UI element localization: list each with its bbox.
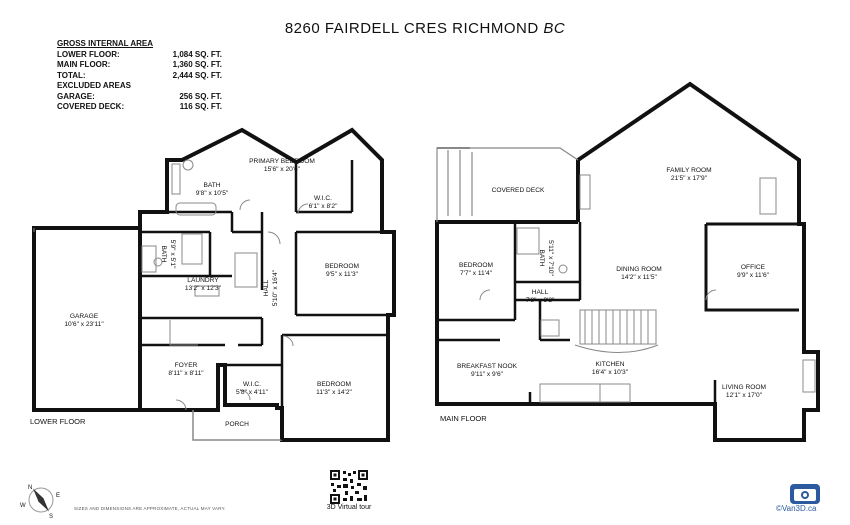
compass-n: N — [28, 485, 32, 491]
main-floor-walls — [435, 81, 820, 442]
area-row: COVERED DECK:116 SQ. FT. — [57, 102, 222, 111]
room-label-living-room: LIVING ROOM — [722, 384, 766, 391]
virtual-tour-label[interactable]: 3D Virtual tour — [326, 504, 372, 511]
room-label-wic-2: W.I.C. — [243, 381, 261, 388]
room-label-bedroom-main: BEDROOM — [459, 262, 493, 269]
room-label-porch: PORCH — [225, 421, 249, 428]
room-label-hall-main: HALL — [532, 289, 549, 296]
room-dims-office: 9'9" x 11'6" — [737, 272, 770, 279]
main-floor-interior-walls — [437, 222, 717, 404]
main-floor-covered-deck — [436, 147, 579, 222]
room-dims-living-room: 12'1" x 17'0" — [726, 392, 763, 399]
qr-code-icon[interactable] — [329, 469, 369, 505]
room-label-family-room: FAMILY ROOM — [666, 167, 711, 174]
compass-icon: N E S W — [20, 485, 60, 520]
room-dims-wic: 6'1" x 8'2" — [309, 203, 338, 210]
room-label-wic: W.I.C. — [314, 195, 332, 202]
floor-label-main: MAIN FLOOR — [440, 414, 487, 423]
room-dims-bedroom-2: 11'3" x 14'2" — [316, 389, 352, 396]
room-dims-bath-main: 5'11" x 7'10" — [547, 240, 554, 276]
plan-title: 8260 FAIRDELL CRES RICHMOND BC — [284, 20, 566, 37]
compass-e: E — [56, 493, 60, 499]
area-row: TOTAL:2,444 SQ. FT. — [57, 70, 222, 80]
brand-watermark: ©Van3D.ca — [776, 504, 817, 513]
main-floor-fixtures — [479, 174, 816, 403]
room-dims-garage: 10'6" x 23'11" — [64, 321, 104, 328]
room-dims-laundry: 13'2" x 12'3" — [185, 285, 222, 292]
room-label-bedroom-2: BEDROOM — [317, 381, 351, 388]
room-dims-bath: 9'8" x 10'5" — [196, 190, 229, 197]
room-dims-family-room: 21'5" x 17'9" — [671, 175, 708, 182]
area-row: MAIN FLOOR:1,360 SQ. FT. — [57, 60, 222, 69]
area-summary: GROSS INTERNAL AREA LOWER FLOOR:1,084 SQ… — [57, 39, 222, 113]
area-row: LOWER FLOOR:1,084 SQ. FT. — [57, 49, 222, 59]
room-label-office: OFFICE — [741, 264, 766, 271]
lower-floor-interior-walls — [140, 160, 394, 440]
area-row: EXCLUDED AREAS — [57, 81, 131, 90]
room-dims-hall: 5'10" x 16'4" — [272, 269, 279, 306]
room-label-garage: GARAGE — [70, 313, 99, 320]
area-row: GARAGE:256 SQ. FT. — [57, 91, 222, 101]
room-dims-foyer: 8'11" x 8'11" — [168, 370, 204, 377]
room-dims-wic-2: 5'8" x 4'11" — [236, 389, 269, 396]
room-dims-breakfast-nook: 9'11" x 9'6" — [471, 371, 504, 378]
compass-s: S — [49, 514, 53, 520]
disclaimer-text: SIZES AND DIMENSIONS ARE APPROXIMATE, AC… — [74, 506, 226, 511]
room-label-bedroom: BEDROOM — [325, 263, 359, 270]
room-label-kitchen: KITCHEN — [596, 361, 625, 368]
room-dims-bath-small: 5'9" x 5'1" — [169, 240, 176, 269]
room-dims-bedroom-main: 7'7" x 11'4" — [460, 270, 493, 277]
room-label-laundry: LAUNDRY — [187, 277, 219, 284]
room-label-foyer: FOYER — [175, 362, 198, 369]
lower-floor-fixtures — [33, 159, 309, 411]
room-dims-kitchen: 16'4" x 10'3" — [592, 369, 629, 376]
room-label-hall: HALL — [263, 279, 270, 296]
room-label-bath: BATH — [203, 182, 220, 189]
room-dims-hall-main: 7'8" x 3'2" — [526, 297, 555, 304]
compass-w: W — [20, 503, 26, 509]
room-label-primary-bedroom: PRIMARY BEDROOM — [249, 158, 315, 165]
room-dims-bedroom: 9'5" x 11'3" — [326, 271, 359, 278]
room-label-breakfast-nook: BREAKFAST NOOK — [457, 363, 518, 370]
area-summary-header: GROSS INTERNAL AREA — [57, 39, 154, 48]
room-label-dining-room: DINING ROOM — [616, 266, 661, 273]
room-dims-dining-room: 14'2" x 11'5" — [621, 274, 657, 281]
camera-icon — [790, 484, 820, 504]
room-label-bath-main: BATH — [538, 249, 545, 266]
floor-label-lower: LOWER FLOOR — [30, 417, 86, 426]
room-dims-primary-bedroom: 15'6" x 20'6" — [264, 166, 301, 173]
room-label-covered-deck: COVERED DECK — [492, 187, 545, 194]
room-label-bath-small: BATH — [160, 245, 167, 262]
